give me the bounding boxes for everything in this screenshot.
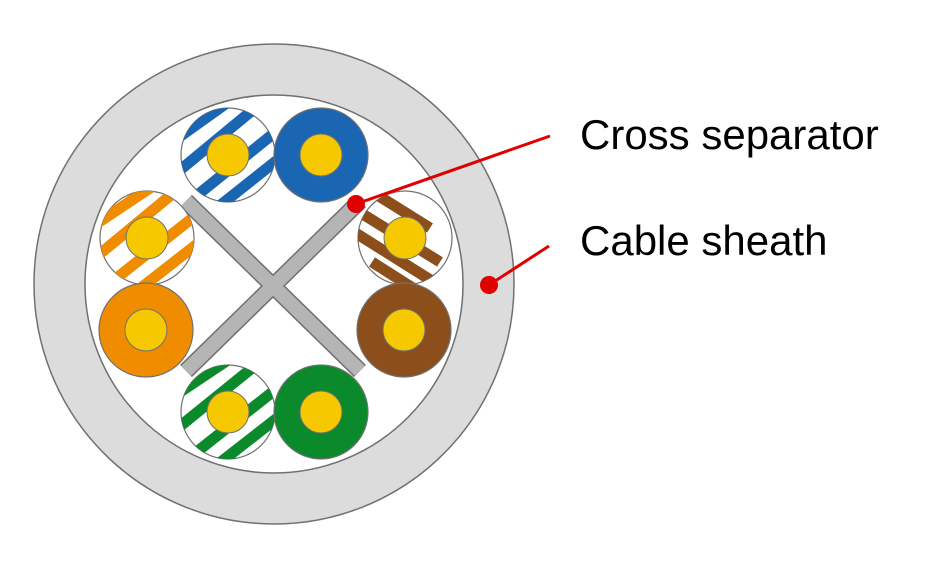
callout-dot xyxy=(480,276,498,294)
wire-pair-orange xyxy=(98,190,195,378)
wire-conductor xyxy=(299,133,343,177)
callout-cable-sheath xyxy=(480,244,550,294)
cross-separator-label: Cross separator xyxy=(580,111,879,158)
wire-orange-solid xyxy=(98,282,194,378)
wire-pair-green xyxy=(180,364,369,460)
wire-conductor xyxy=(382,308,426,352)
wire-conductor xyxy=(124,308,168,352)
callout-dot xyxy=(347,195,365,213)
wire-conductor xyxy=(299,390,343,434)
wire-brown-solid xyxy=(356,282,452,378)
wire-orange-striped xyxy=(99,190,195,286)
callout-line xyxy=(355,134,551,206)
cross-separator xyxy=(180,194,366,378)
wire-conductor xyxy=(206,390,250,434)
wire-pair-brown xyxy=(356,190,453,378)
callout-line xyxy=(488,244,550,287)
wire-conductor xyxy=(125,216,169,260)
wire-green-striped xyxy=(180,364,276,460)
wire-green-solid xyxy=(273,364,369,460)
wire-brown-striped xyxy=(357,190,453,286)
wire-blue-solid xyxy=(273,107,369,203)
wire-blue-striped xyxy=(180,107,276,203)
cable-sheath-label: Cable sheath xyxy=(580,217,828,264)
wire-conductor xyxy=(206,133,250,177)
wire-conductor xyxy=(383,216,427,260)
wire-pair-blue xyxy=(180,107,369,203)
callout-cross-separator xyxy=(347,134,551,213)
